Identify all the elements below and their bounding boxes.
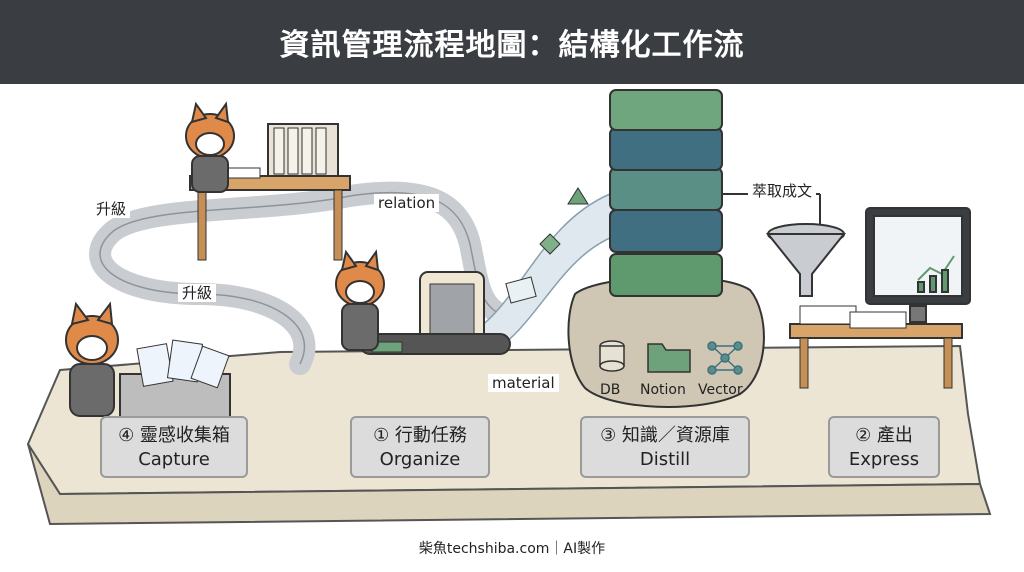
stage-capture-en: Capture — [138, 449, 210, 470]
platform-front — [27, 443, 992, 526]
footer-credit: 柴魚techshiba.com｜AI製作 — [418, 541, 606, 557]
folder-icon — [647, 343, 691, 373]
stage-organize-en: Organize — [379, 449, 461, 470]
notion-label: Notion — [640, 382, 686, 398]
block-stack — [609, 89, 723, 297]
shiba-left — [65, 301, 119, 417]
stage-capture-zh: ④ 靈感收集箱 — [118, 425, 230, 446]
monitor-icon — [865, 207, 971, 323]
scene-illustration — [26, 89, 992, 526]
relation-label: relation — [374, 194, 440, 212]
stage-express-en: Express — [848, 449, 920, 470]
stage-organize: ① 行動任務 Organize — [350, 416, 490, 478]
shiba-top — [185, 101, 235, 193]
funnel-icon — [765, 223, 847, 297]
stage-capture: ④ 靈感收集箱 Capture — [100, 416, 248, 478]
shiba-middle — [335, 249, 385, 351]
upgrade-label-mid: 升級 — [178, 284, 217, 302]
workflow-scene: 升級 升級 relation material 萃取成文 DB Notion V… — [0, 84, 1024, 534]
database-icon — [599, 340, 625, 372]
gem-icon — [567, 187, 589, 205]
stage-organize-zh: ① 行動任務 — [373, 425, 467, 446]
upgrade-label-top: 升級 — [92, 200, 131, 218]
stage-express-zh: ② 產出 — [855, 425, 913, 446]
page-title: 資訊管理流程地圖：結構化工作流 — [279, 28, 745, 63]
header-bar: 資訊管理流程地圖：結構化工作流 — [0, 0, 1024, 84]
image-card-icon — [505, 276, 537, 304]
extract-label: 萃取成文 — [748, 182, 817, 200]
stage-distill: ③ 知識／資源庫 Distill — [580, 416, 750, 478]
stage-distill-zh: ③ 知識／資源庫 — [600, 425, 730, 446]
vector-label: Vector — [698, 382, 743, 398]
network-icon — [707, 341, 743, 375]
material-label: material — [488, 374, 559, 392]
stage-express: ② 產出 Express — [828, 416, 940, 478]
db-label: DB — [600, 382, 621, 398]
stage-distill-en: Distill — [639, 449, 691, 470]
